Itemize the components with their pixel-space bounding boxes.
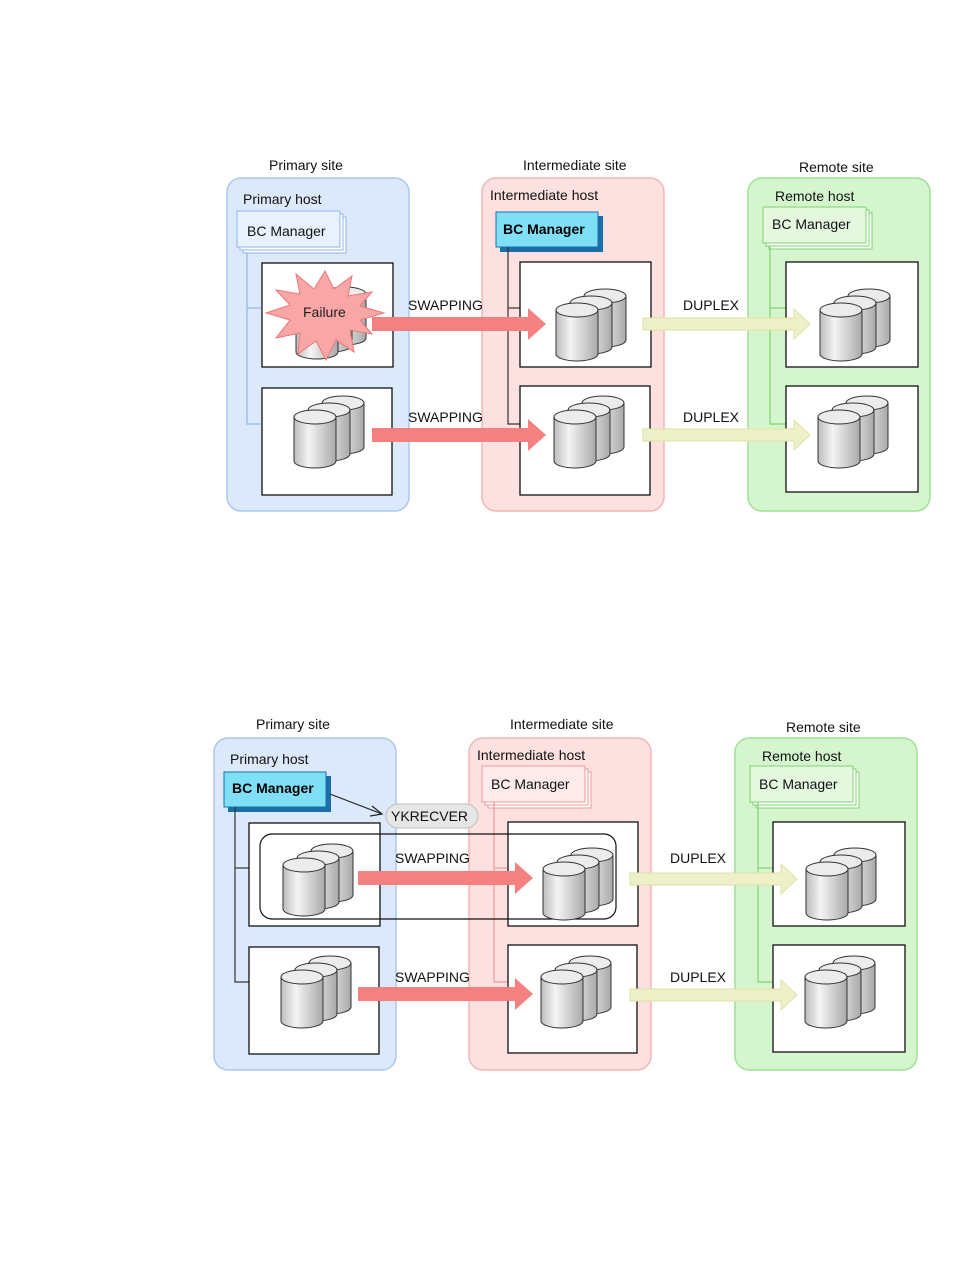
primary-host-connector (234, 807, 249, 983)
command-pointer (329, 793, 383, 815)
primary-bc-manager: BC Manager (223, 771, 331, 812)
intermediate-bc-manager: BC Manager (495, 211, 603, 252)
remote-site-label: Remote site (799, 159, 874, 175)
duplex-arrow-top (629, 862, 798, 896)
failure-burst: Failure (264, 269, 386, 362)
intermediate-bc-manager-label: BC Manager (491, 776, 570, 792)
primary-host-label: Primary host (243, 191, 322, 207)
intermediate-host-label: Intermediate host (490, 187, 598, 203)
intermediate-host-label: Intermediate host (477, 747, 585, 763)
primary-site-label: Primary site (269, 157, 343, 173)
primary-host-connector (246, 253, 261, 425)
command-bubble (385, 803, 479, 829)
remote-bc-manager: BC Manager (749, 765, 860, 809)
duplex-label-top: DUPLEX (683, 297, 740, 313)
intermediate-host-connector (493, 802, 508, 983)
duplex-label-bottom: DUPLEX (670, 969, 727, 985)
primary-site-label: Primary site (256, 716, 330, 732)
intermediate-site-label: Intermediate site (523, 157, 627, 173)
swap-label-top: SWAPPING (395, 850, 470, 866)
swap-label-bottom: SWAPPING (395, 969, 470, 985)
primary-bc-manager-label: BC Manager (232, 780, 314, 796)
failure-label: Failure (303, 304, 346, 320)
intermediate-bc-manager: BC Manager (481, 765, 592, 809)
remote-site-label: Remote site (786, 719, 861, 735)
duplex-arrow-top (642, 307, 811, 341)
command-label: YKRECVER (391, 808, 468, 824)
swap-label-top: SWAPPING (408, 297, 483, 313)
swap-arrow-top (358, 862, 533, 894)
remote-host-label: Remote host (762, 748, 841, 764)
swap-arrow-bottom (358, 978, 533, 1010)
pair-group-outline (259, 833, 617, 920)
intermediate-site-label: Intermediate site (510, 716, 614, 732)
remote-host-label: Remote host (775, 188, 854, 204)
swap-label-bottom: SWAPPING (408, 409, 483, 425)
intermediate-host-connector (507, 247, 520, 425)
remote-bc-manager: BC Manager (762, 206, 873, 250)
primary-host-label: Primary host (230, 751, 309, 767)
remote-bc-manager-label: BC Manager (772, 216, 851, 232)
duplex-label-bottom: DUPLEX (683, 409, 740, 425)
swap-arrow-bottom (372, 419, 546, 451)
diagram-2: Primary site Intermediate site Remote si… (213, 716, 918, 1071)
swap-arrow-top (372, 308, 546, 340)
remote-host-connector (757, 802, 773, 983)
remote-bc-manager-label: BC Manager (759, 776, 838, 792)
primary-bc-manager: BC Manager (236, 210, 347, 254)
remote-host-connector (769, 246, 786, 425)
primary-bc-manager-label: BC Manager (247, 223, 326, 239)
duplex-arrow-bottom (642, 418, 811, 452)
intermediate-bc-manager-label: BC Manager (503, 221, 585, 237)
diagram-1: Primary site Intermediate site Remote si… (226, 157, 931, 512)
duplex-arrow-bottom (629, 978, 798, 1012)
duplex-label-top: DUPLEX (670, 850, 727, 866)
